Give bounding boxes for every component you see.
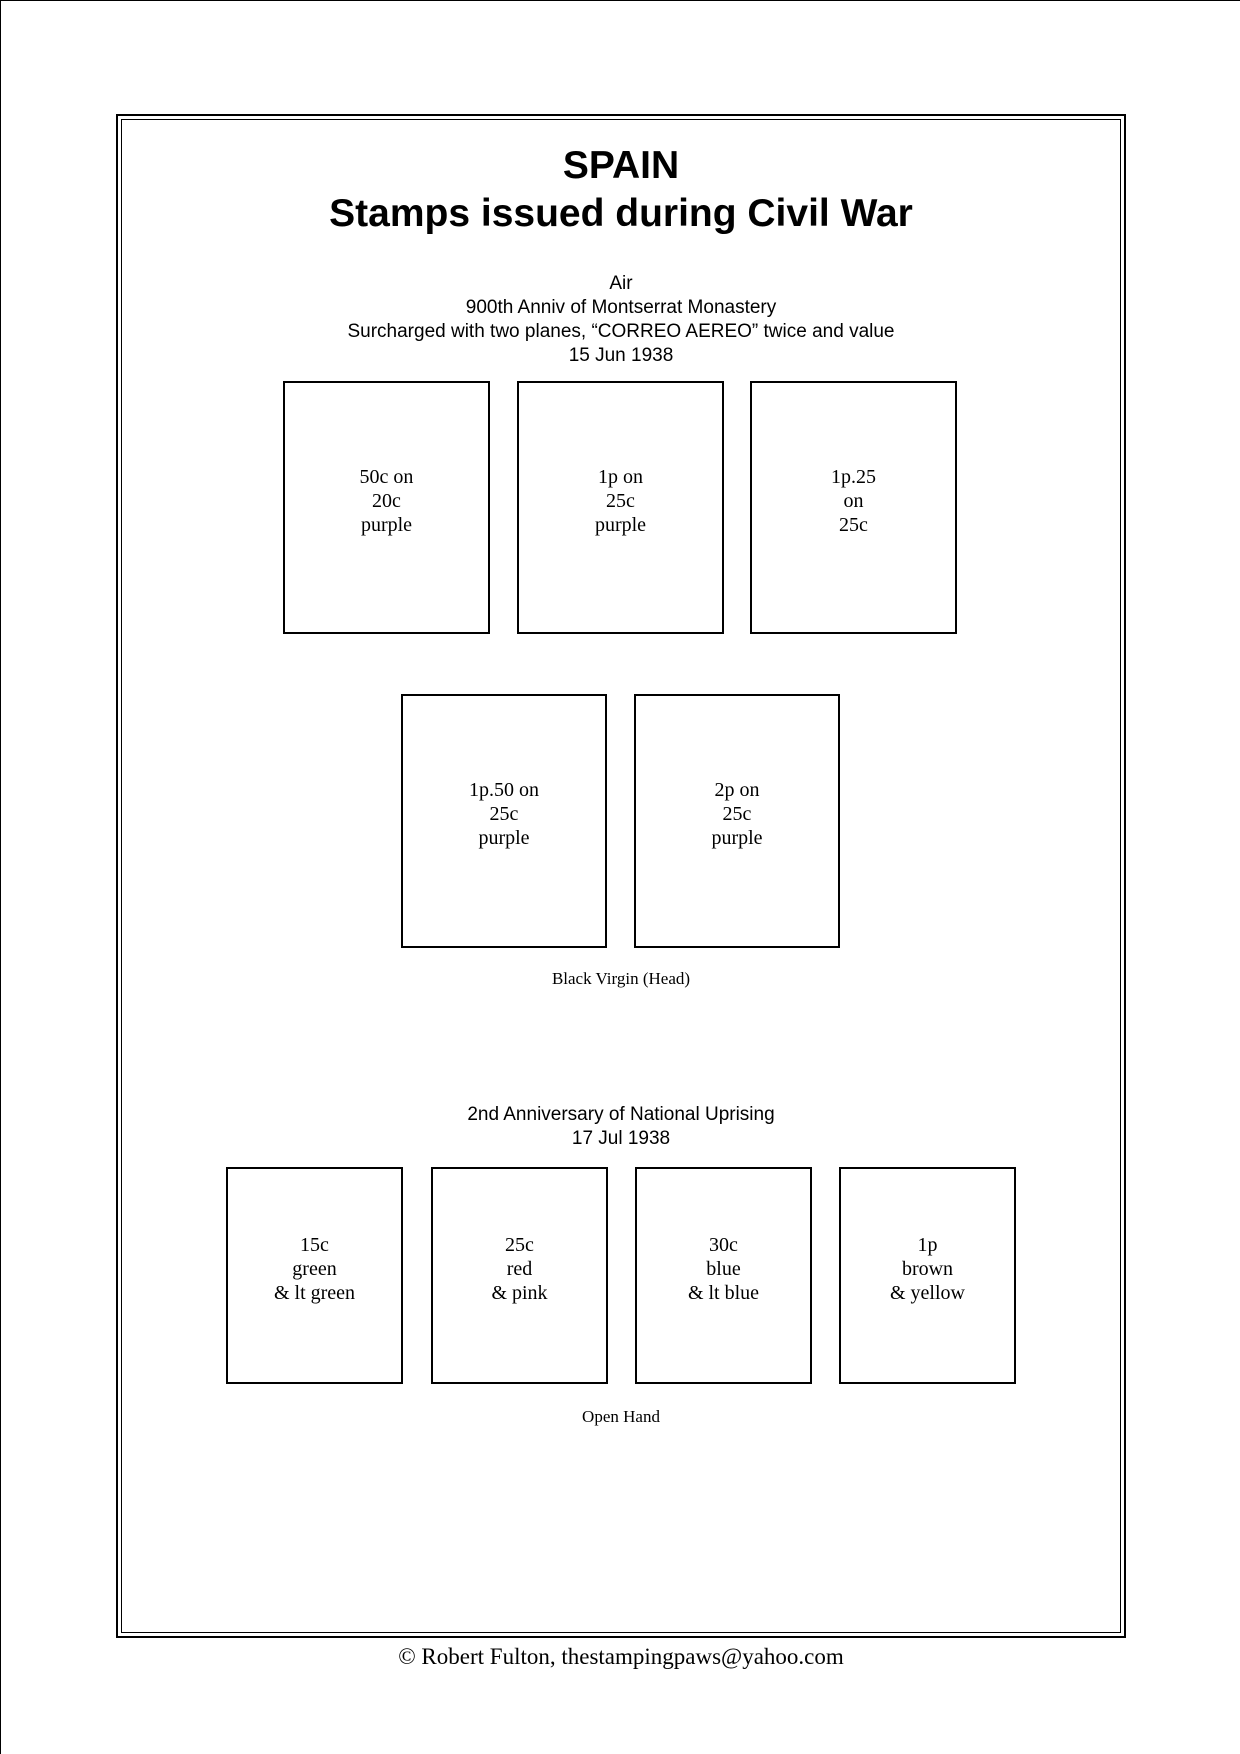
stamp-label: 1p brown & yellow (890, 1233, 965, 1304)
section-heading-issue: 900th Anniv of Montserrat Monastery (465, 297, 777, 318)
page-title: SPAIN (562, 144, 680, 187)
stamp-space: 50c on 20c purple (283, 381, 490, 634)
stamp-space: 2p on 25c purple (634, 694, 840, 948)
stamp-space: 25c red & pink (431, 1167, 608, 1384)
page-border-inner (121, 119, 1121, 1633)
page-subtitle: Stamps issued during Civil War (329, 192, 913, 235)
stamp-space: 1p brown & yellow (839, 1167, 1016, 1384)
page-border-outer (116, 114, 1126, 1638)
section-heading-date: 15 Jun 1938 (568, 345, 674, 366)
stamp-space: 15c green & lt green (226, 1167, 403, 1384)
stamp-space: 30c blue & lt blue (635, 1167, 812, 1384)
stamp-label: 2p on 25c purple (711, 779, 763, 849)
section-heading-category: Air (609, 273, 633, 294)
stamp-label: 15c green & lt green (273, 1233, 356, 1304)
stamp-design-caption: Open Hand (582, 1407, 660, 1426)
stamp-label: 30c blue & lt blue (687, 1233, 760, 1304)
stamp-label: 1p.50 on 25c purple (469, 779, 539, 849)
stamp-label: 1p.25 on 25c (831, 465, 876, 536)
section-heading-issue: 2nd Anniversary of National Uprising (467, 1104, 775, 1125)
stamp-label: 1p on 25c purple (594, 465, 647, 536)
stamp-label: 50c on 20c purple (359, 465, 414, 536)
section-heading-date: 17 Jul 1938 (571, 1128, 671, 1149)
stamp-space: 1p on 25c purple (517, 381, 724, 634)
copyright-notice: © Robert Fulton, thestampingpaws@yahoo.c… (398, 1644, 844, 1669)
stamp-space: 1p.50 on 25c purple (401, 694, 607, 948)
stamp-design-caption: Black Virgin (Head) (551, 969, 691, 988)
section-heading-description: Surcharged with two planes, “CORREO AERE… (347, 321, 895, 342)
stamp-space: 1p.25 on 25c (750, 381, 957, 634)
stamp-label: 25c red & pink (491, 1233, 548, 1304)
